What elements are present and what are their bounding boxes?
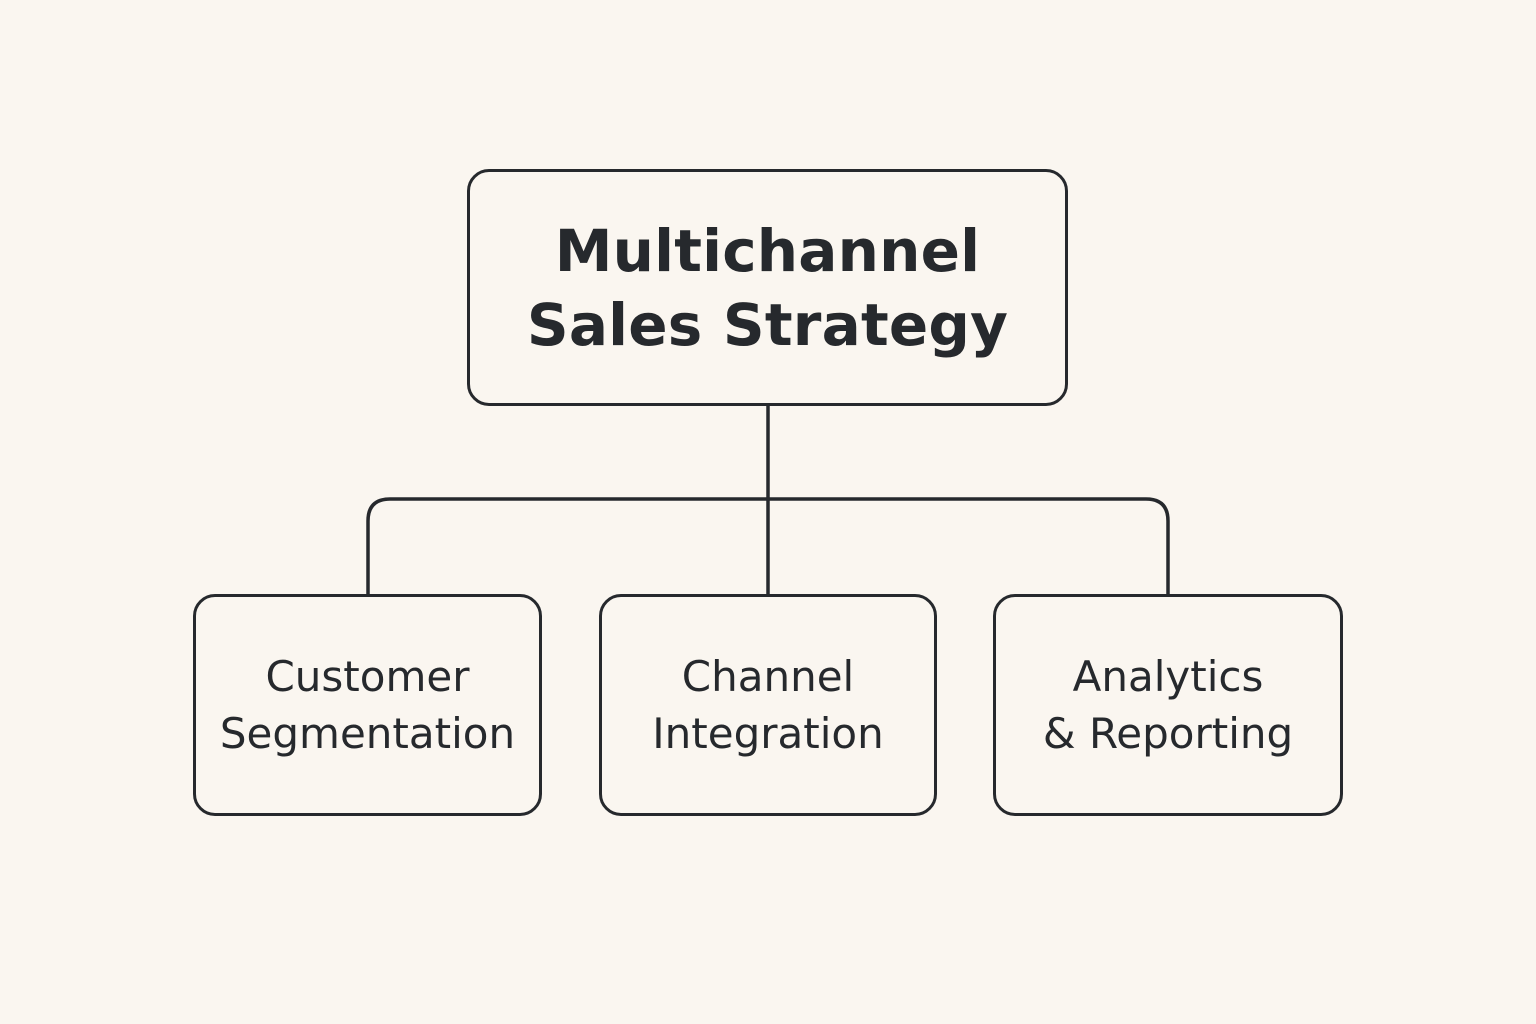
child-node-analytics-reporting: Analytics & Reporting bbox=[993, 594, 1343, 816]
child-node-customer-segmentation: Customer Segmentation bbox=[193, 594, 542, 816]
root-node: Multichannel Sales Strategy bbox=[467, 169, 1068, 406]
child-label-line-2: & Reporting bbox=[1042, 709, 1294, 758]
child-node-channel-integration: Channel Integration bbox=[599, 594, 937, 816]
root-title-line-2: Sales Strategy bbox=[526, 290, 1009, 359]
child-label-line-2: Integration bbox=[652, 709, 884, 758]
child-label-line-1: Analytics bbox=[1072, 652, 1264, 701]
child-label-line-2: Segmentation bbox=[219, 709, 516, 758]
branch-connector bbox=[366, 497, 1170, 594]
child-label-line-1: Channel bbox=[681, 652, 855, 701]
child-label-line-1: Customer bbox=[265, 652, 470, 701]
root-title-line-1: Multichannel bbox=[554, 216, 981, 285]
